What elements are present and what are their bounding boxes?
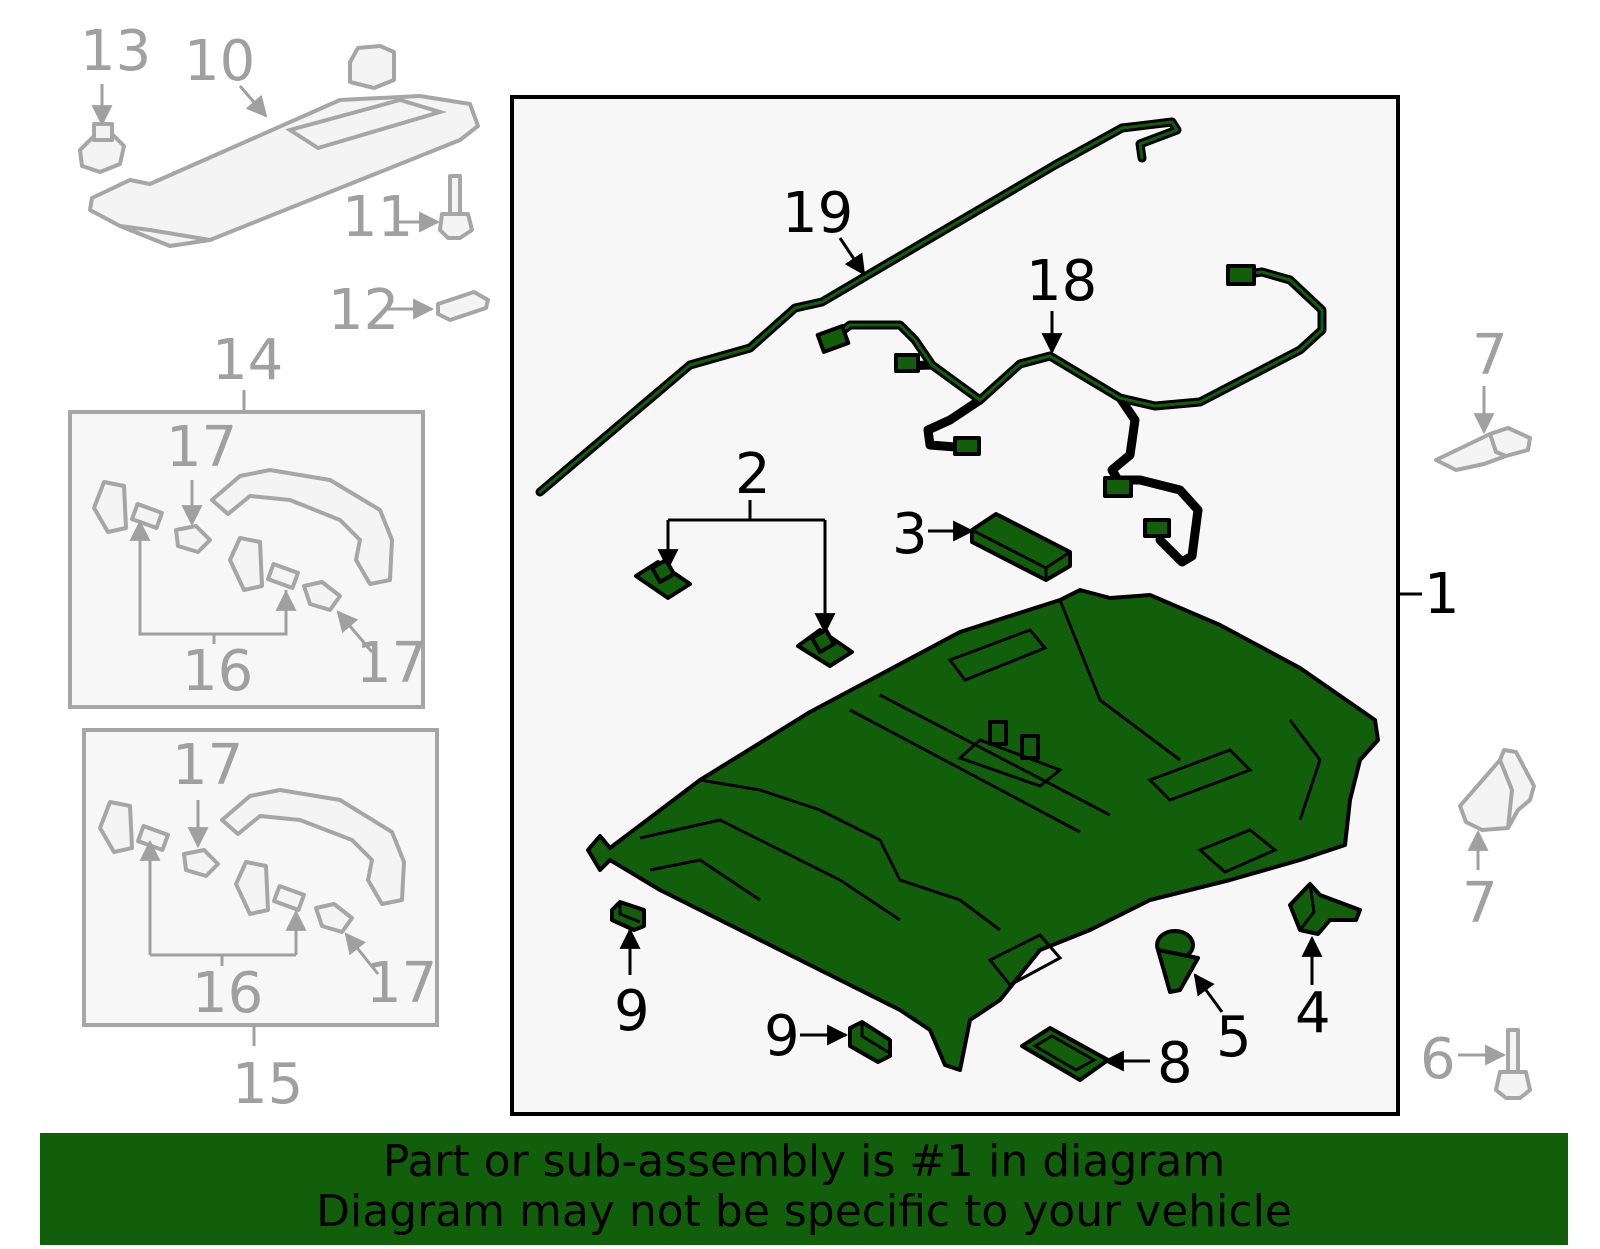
callout-1: 1	[1424, 562, 1460, 627]
callout-10: 10	[184, 29, 255, 94]
callout-16-a: 16	[182, 639, 253, 704]
callout-14: 14	[212, 328, 283, 393]
sun-visor-10	[88, 44, 480, 248]
callout-11: 11	[342, 185, 413, 250]
grab-handle-14	[210, 468, 394, 586]
clip-4	[1288, 882, 1362, 936]
callout-17-b: 17	[356, 631, 427, 696]
clip-2b	[796, 628, 854, 668]
callout-13: 13	[80, 19, 151, 84]
cover-set-15	[98, 800, 354, 934]
disclaimer-line-2: Diagram may not be specific to your vehi…	[316, 1186, 1292, 1237]
disclaimer-banner: Part or sub-assembly is #1 in diagram Di…	[40, 1133, 1568, 1245]
callout-8: 8	[1157, 1031, 1193, 1096]
bolt-11	[438, 174, 474, 240]
bracket-3	[970, 512, 1072, 582]
clip-9b	[848, 1020, 892, 1064]
callout-9-bottom: 9	[764, 1004, 800, 1069]
callout-2: 2	[735, 442, 771, 507]
clip-7-top	[1434, 426, 1532, 472]
callout-16-b: 16	[192, 961, 263, 1026]
callout-17-a: 17	[166, 415, 237, 480]
clip-13	[78, 122, 126, 174]
callout-9-left: 9	[614, 979, 650, 1044]
callout-7-bottom: 7	[1462, 871, 1498, 936]
cover-set-14	[92, 480, 342, 612]
clip-2a	[634, 558, 692, 600]
bolt-6	[1494, 1028, 1532, 1100]
pad-12	[436, 290, 490, 322]
callout-18: 18	[1026, 249, 1097, 314]
clip-5	[1155, 929, 1200, 994]
clip-9a	[610, 900, 646, 932]
callout-17-d: 17	[366, 951, 437, 1016]
callout-6: 6	[1420, 1027, 1456, 1092]
callout-15: 15	[232, 1052, 303, 1117]
callout-7-top: 7	[1472, 323, 1508, 388]
callout-4: 4	[1295, 981, 1331, 1046]
clip-7-bottom	[1458, 748, 1536, 832]
callout-5: 5	[1216, 1005, 1252, 1070]
headliner-1	[586, 588, 1380, 1072]
callout-19: 19	[782, 181, 853, 246]
callout-3: 3	[892, 502, 928, 567]
callout-17-c: 17	[172, 733, 243, 798]
wire-19	[535, 117, 1182, 497]
harness-18	[815, 264, 1327, 567]
disclaimer-line-1: Part or sub-assembly is #1 in diagram	[382, 1136, 1226, 1187]
grab-handle-15	[220, 788, 406, 906]
